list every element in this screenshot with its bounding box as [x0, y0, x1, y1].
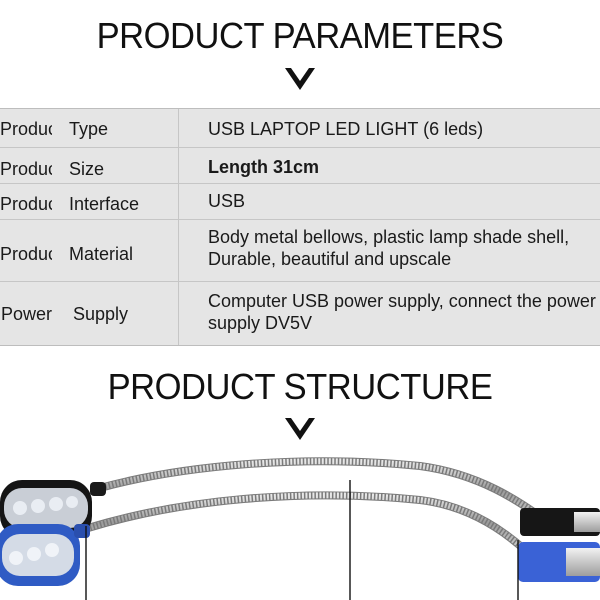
- param-value: Computer USB power supply, connect the p…: [208, 291, 596, 333]
- gooseneck-upper: [96, 457, 549, 524]
- table-row: Product Material Body metal bellows, pla…: [0, 219, 600, 282]
- param-value: Body metal bellows, plastic lamp shade s…: [208, 227, 570, 269]
- chevron-down-icon: [285, 418, 315, 440]
- lamp-head-black: [0, 480, 106, 538]
- product-structure-illustration: [0, 457, 600, 600]
- parameters-heading: PRODUCT PARAMETERS: [96, 15, 504, 56]
- gooseneck-lower: [84, 491, 529, 554]
- param-label-1: Product: [0, 159, 52, 179]
- lamp-head-blue: [0, 524, 90, 586]
- chevron-down-icon: [285, 68, 315, 90]
- param-label-1: Product: [0, 194, 52, 214]
- param-label-1: Power: [0, 304, 52, 324]
- param-label-2: Material: [69, 244, 134, 264]
- param-label-2: Type: [69, 119, 109, 139]
- usb-plug-blue: [518, 542, 600, 582]
- param-value: Length 31cm: [208, 157, 320, 177]
- param-label-1: Product: [0, 119, 52, 139]
- param-value: USB LAPTOP LED LIGHT (6 leds): [208, 119, 484, 139]
- param-label-2: Interface: [69, 194, 140, 214]
- parameters-table: Product Type USB LAPTOP LED LIGHT (6 led…: [0, 108, 600, 346]
- table-divider: [178, 109, 179, 345]
- param-label-2: Size: [69, 159, 105, 179]
- table-row: Power Supply Computer USB power supply, …: [0, 281, 600, 346]
- table-row: Product Type USB LAPTOP LED LIGHT (6 led…: [0, 109, 600, 147]
- param-label-1: Product: [0, 244, 52, 264]
- param-label-2: Supply: [73, 304, 129, 324]
- usb-plug-black: [520, 508, 600, 536]
- pointer-lines: [85, 480, 519, 600]
- param-value: USB: [208, 191, 246, 211]
- table-row: Product Size Length 31cm: [0, 147, 600, 184]
- structure-heading: PRODUCT STRUCTURE: [107, 366, 493, 407]
- table-row: Product Interface USB: [0, 183, 600, 220]
